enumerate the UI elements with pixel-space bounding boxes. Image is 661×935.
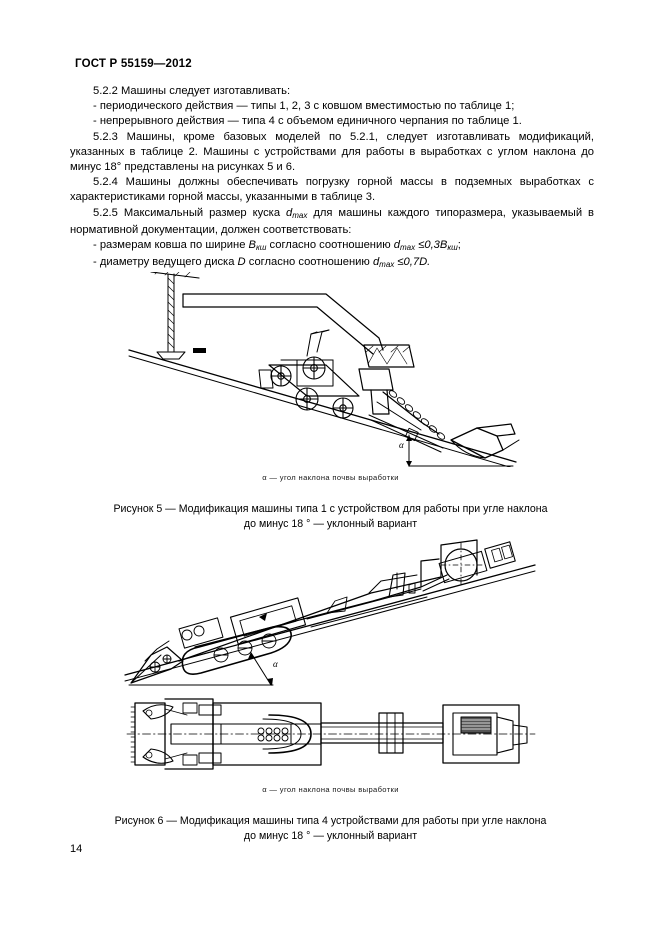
symbol-drive-disc-diameter: D (237, 256, 246, 269)
figure-6-plan-view-drawing (126, 698, 535, 770)
figure-5-legend: α — угол наклона почвы выработки (262, 473, 399, 482)
bullet-1-terminator: ; (457, 239, 461, 252)
figure-5-caption-line-1: Рисунок 5 — Модификация машины типа 1 с … (113, 503, 548, 515)
symbol-dmax-subscript: max (292, 210, 308, 220)
figure-6: α (0, 535, 661, 843)
paragraph-5-2-5-text-after: для машины каждого типоразмера, указывае… (70, 206, 594, 236)
bullet-2-symbol-dmax: d (372, 256, 380, 269)
symbol-dmax: d (286, 206, 293, 219)
figure-6-caption-line-1: Рисунок 6 — Модификация машины типа 4 ус… (114, 815, 547, 827)
figure-5-angle-label: α (399, 440, 404, 450)
symbol-bucket-width: B (248, 239, 256, 252)
bullet-1-relation-subscript: кш (447, 243, 458, 253)
figure-5-drawing: α (127, 272, 519, 467)
document-header-standard-id: ГОСТ Р 55159—2012 (75, 58, 192, 70)
paragraph-5-2-5-text-before: 5.2.5 Максимальный размер куска (93, 206, 287, 219)
bullet-2-symbol-dmax-subscript: max (379, 260, 395, 270)
figure-6-side-view-drawing: α (123, 539, 536, 686)
paragraph-5-2-5-bullet-2: - диаметру ведущего диска D согласно соо… (70, 255, 594, 272)
bullet-1-symbol-dmax: d (393, 239, 400, 252)
paragraph-5-2-2-item-1: - периодического действия — типы 1, 2, 3… (93, 100, 515, 113)
paragraph-5-2-5: 5.2.5 Максимальный размер куска dmax для… (70, 206, 594, 238)
figure-6-angle-label: α (273, 659, 278, 669)
symbol-bucket-width-subscript: кш (256, 243, 267, 253)
figure-5-caption: Рисунок 5 — Модификация машины типа 1 с … (0, 502, 661, 531)
bullet-1-text-before: - размерам ковша по ширине (93, 239, 249, 252)
figure-6-caption-line-2: до минус 18 ° — уклонный вариант (243, 829, 418, 842)
figure-6-legend: α — угол наклона почвы выработки (262, 785, 399, 794)
figure-6-caption: Рисунок 6 — Модификация машины типа 4 ус… (0, 814, 661, 843)
bullet-1-text-middle: согласно соотношению (266, 239, 394, 252)
body-text-block: 5.2.2 Машины следует изготавливать: - пе… (70, 84, 594, 272)
bullet-2-text-middle: согласно соотношению (245, 256, 373, 269)
bullet-1-symbol-dmax-subscript: max (399, 243, 416, 253)
figure-5-caption-line-2: до минус 18 ° — уклонный вариант (243, 517, 418, 530)
bullet-2-relation: ≤0,7D. (394, 256, 431, 269)
figure-5: α α — угол наклона почвы выработки Рисун… (0, 272, 661, 531)
bullet-1-relation: ≤0,3B (415, 239, 448, 252)
page-number: 14 (70, 843, 83, 855)
paragraph-5-2-5-bullet-1: - размерам ковша по ширине Bкш согласно … (70, 238, 594, 255)
paragraph-5-2-4: 5.2.4 Машины должны обеспечивать погрузк… (70, 176, 594, 204)
bullet-2-text-before: - диаметру ведущего диска (93, 256, 238, 269)
paragraph-5-2-3: 5.2.3 Машины, кроме базовых моделей по 5… (70, 130, 594, 174)
paragraph-5-2-2: 5.2.2 Машины следует изготавливать: (93, 85, 291, 97)
paragraph-5-2-2-item-2: - непрерывного действия — типа 4 с объем… (93, 115, 522, 128)
